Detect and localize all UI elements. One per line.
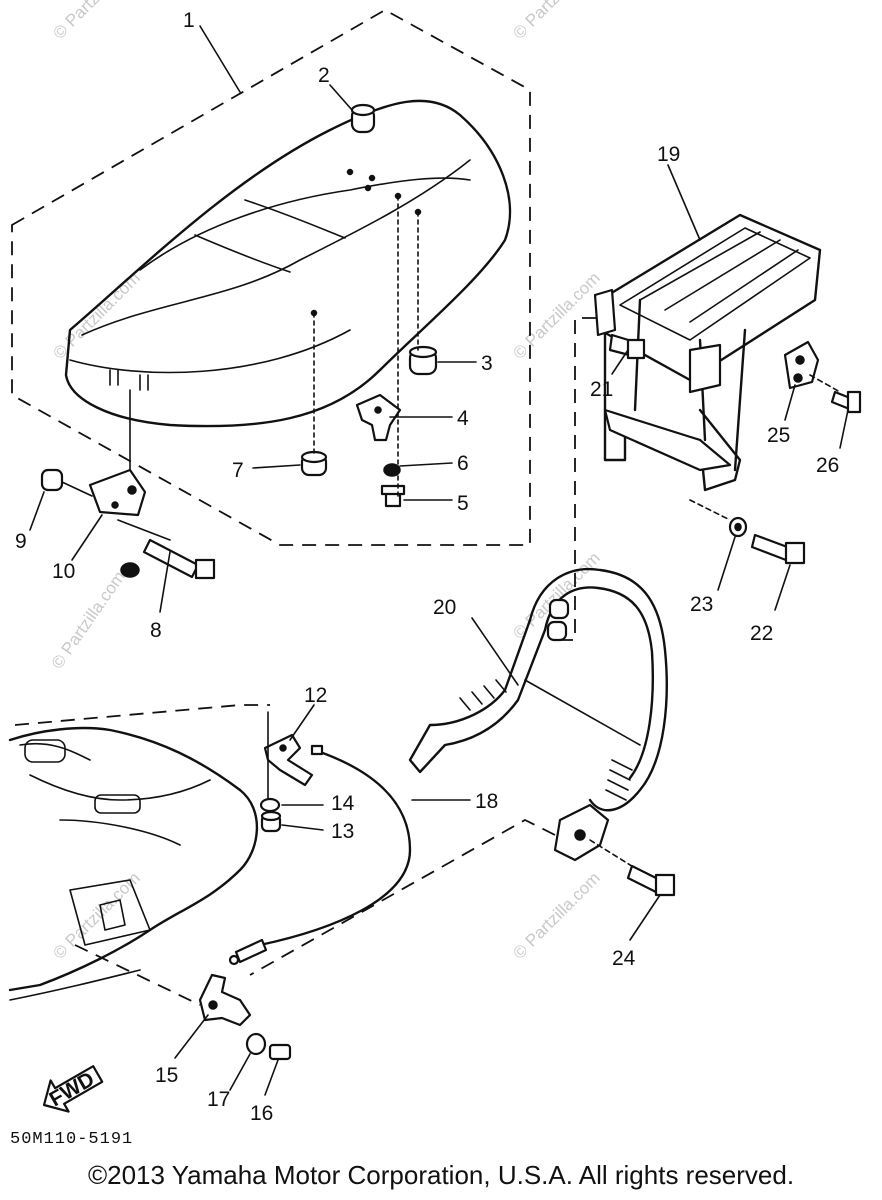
- callout-5: 5: [457, 492, 469, 515]
- callout-13: 13: [331, 820, 354, 843]
- seat: [64, 99, 512, 428]
- part-18-cable: [228, 744, 412, 966]
- callout-6: 6: [457, 452, 469, 475]
- callout-16: 16: [250, 1102, 273, 1125]
- fwd-arrow-icon: FWD: [42, 1065, 104, 1113]
- frame: [8, 726, 259, 1001]
- part-4-bracket: [355, 393, 402, 442]
- callout-23: 23: [690, 593, 713, 616]
- callout-3: 3: [481, 352, 493, 375]
- part-code: 50M110-5191: [10, 1130, 134, 1149]
- callout-24: 24: [612, 947, 636, 970]
- part-14-washer: [259, 797, 281, 813]
- part-5-bolt: [380, 484, 406, 508]
- part-10-hinge-bracket: [88, 468, 147, 517]
- part-23-washer: [728, 516, 748, 538]
- part-13-bolt: [260, 810, 282, 833]
- callout-10: 10: [52, 560, 75, 583]
- part-8-bolt: [117, 519, 216, 580]
- callout-12: 12: [304, 684, 327, 707]
- carrier-alignment-line: [555, 317, 596, 641]
- part-20-grab-bar: [408, 567, 668, 862]
- callout-25: 25: [767, 424, 790, 447]
- callout-19: 19: [657, 143, 680, 166]
- copyright-notice: ©2013 Yamaha Motor Corporation, U.S.A. A…: [87, 1160, 795, 1190]
- callout-2: 2: [318, 64, 330, 87]
- callout-26: 26: [816, 454, 839, 477]
- part-3-damper: [408, 345, 438, 376]
- callout-21: 21: [590, 378, 613, 401]
- watermark: © Partzilla.com: [49, 868, 143, 962]
- callout-14: 14: [331, 792, 355, 815]
- part-6-collar: [383, 463, 401, 477]
- watermark: © Partzilla.com: [48, 568, 129, 673]
- watermark: © Partzilla.com: [49, 268, 143, 362]
- callout-9: 9: [15, 530, 27, 553]
- part-25-plate: [783, 340, 820, 390]
- leader-lines: [29, 25, 849, 1096]
- callout-1: 1: [183, 9, 195, 32]
- part-26-bolt: [809, 374, 862, 414]
- grab-bar-alignment-line: [249, 818, 556, 976]
- callout-4: 4: [457, 407, 469, 430]
- callout-7: 7: [232, 459, 244, 482]
- callout-20: 20: [433, 596, 456, 619]
- frame-alignment-line: [14, 704, 270, 726]
- part-21-bolt: [608, 333, 646, 360]
- alignment-lines: [129, 195, 419, 501]
- part-17-washer: [245, 1032, 267, 1056]
- callout-labels: 1 2 3 4 5 6 7 8 9 10 12 13 14 15 16 17 1…: [15, 9, 839, 1125]
- callout-22: 22: [750, 622, 773, 645]
- watermark: © Partzilla.com: [49, 0, 143, 43]
- watermark: © Partzilla.com: [509, 868, 603, 962]
- seat-group-boundary: [11, 8, 531, 546]
- watermark: © Partzilla.com: [509, 0, 603, 43]
- callout-18: 18: [475, 790, 498, 813]
- fwd-label: FWD: [46, 1068, 99, 1112]
- part-9-nut: [40, 468, 93, 497]
- callout-8: 8: [150, 619, 162, 642]
- watermark: © Partzilla.com: [509, 268, 603, 362]
- part-15-lock-assembly: [198, 973, 252, 1027]
- part-19-carrier: [593, 213, 822, 492]
- part-7-damper: [300, 450, 328, 477]
- part-2-bump-stop: [350, 103, 376, 134]
- part-24-bolt: [589, 839, 676, 897]
- part-12-lock: [263, 733, 314, 787]
- callout-15: 15: [155, 1064, 178, 1087]
- lock-mount-line: [74, 944, 201, 1006]
- callout-17: 17: [207, 1088, 230, 1111]
- part-16-bolt: [268, 1043, 292, 1061]
- part-22-bolt: [689, 499, 806, 565]
